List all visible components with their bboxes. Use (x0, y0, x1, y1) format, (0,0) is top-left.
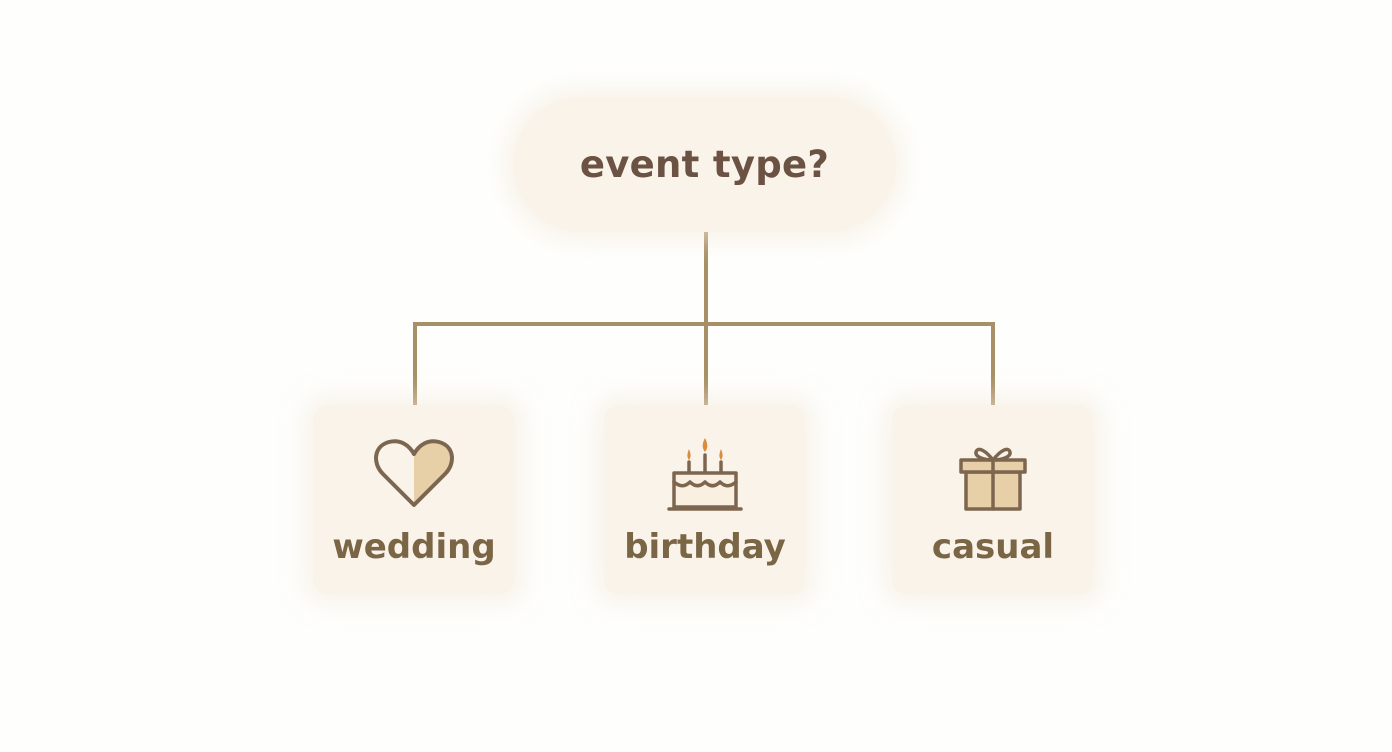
option-label: casual (931, 527, 1055, 567)
option-wedding[interactable]: wedding (313, 405, 515, 595)
birthday-cake-icon (660, 429, 750, 519)
option-label: birthday (624, 527, 786, 567)
root-question-label: event type? (579, 143, 830, 186)
option-label: wedding (332, 527, 496, 567)
option-birthday[interactable]: birthday (604, 405, 806, 595)
gift-box-icon (948, 429, 1038, 519)
root-question-node: event type? (513, 97, 896, 232)
heart-icon (369, 429, 459, 519)
option-casual[interactable]: casual (892, 405, 1094, 595)
